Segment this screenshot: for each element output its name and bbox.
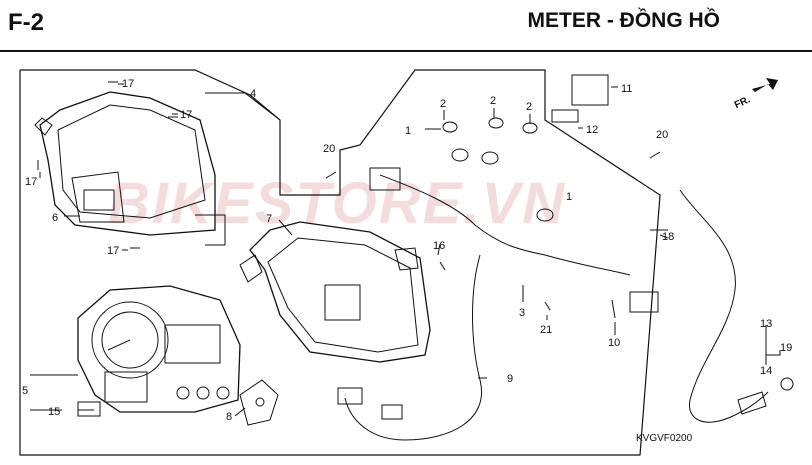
callout-14: 14: [760, 365, 772, 377]
page-header: F-2 METER - ĐỒNG HỒ: [0, 0, 812, 52]
callout-17c: 17: [25, 176, 37, 188]
meter-assembly-part: [77, 285, 241, 413]
pad-part: [551, 109, 579, 123]
callout-13: 13: [760, 318, 772, 330]
front-arrow-icon: [752, 78, 778, 92]
socket-hole: [255, 397, 265, 407]
callout-17d: 17: [107, 245, 119, 257]
bulb-socket-parts: [442, 117, 554, 222]
speedometer-cable-part: [679, 189, 769, 423]
meter-cover-part: [34, 91, 226, 246]
callout-leaders: [30, 83, 781, 417]
callout-6: 6: [52, 212, 58, 224]
callout-1b: 1: [566, 191, 572, 203]
group-frame: [19, 69, 661, 456]
callout-8: 8: [226, 411, 232, 423]
page-title: METER - ĐỒNG HỒ: [527, 9, 721, 32]
bracket-part: [571, 74, 609, 106]
meter-case-part: [239, 221, 431, 363]
callout-20a: 20: [323, 143, 335, 155]
callout-16: 16: [433, 240, 445, 252]
callout-21: 21: [540, 324, 552, 336]
callout-12: 12: [586, 124, 598, 136]
socket-part: [239, 379, 279, 426]
wire-harness-part: [337, 167, 659, 441]
cable-end-part: [737, 391, 767, 415]
callout-1a: 1: [405, 125, 411, 137]
section-code: F-2: [8, 9, 44, 36]
washer-part: [780, 377, 794, 391]
callout-9: 9: [507, 373, 513, 385]
callout-15: 15: [48, 406, 60, 418]
callout-2c: 2: [526, 101, 532, 113]
callout-10: 10: [608, 337, 620, 349]
callout-2b: 2: [490, 95, 496, 107]
drawing-code: KVGVF0200: [636, 433, 693, 444]
callout-17a: 17: [122, 78, 134, 90]
callout-2a: 2: [440, 98, 446, 110]
callout-5: 5: [22, 385, 28, 397]
callout-7: 7: [266, 213, 272, 225]
sticker-part: [77, 401, 101, 417]
watermark: BIKESTORE.VN: [108, 171, 567, 236]
callout-20b: 20: [656, 129, 668, 141]
callout-3: 3: [519, 307, 525, 319]
screw-parts: [37, 81, 669, 319]
direction-label: FR.: [733, 94, 752, 111]
header-divider: [0, 50, 812, 52]
callout-17b: 17: [180, 109, 192, 121]
callout-11: 11: [621, 83, 632, 95]
callout-4: 4: [250, 88, 256, 100]
callout-19: 19: [780, 342, 792, 354]
callout-18: 18: [662, 231, 674, 243]
